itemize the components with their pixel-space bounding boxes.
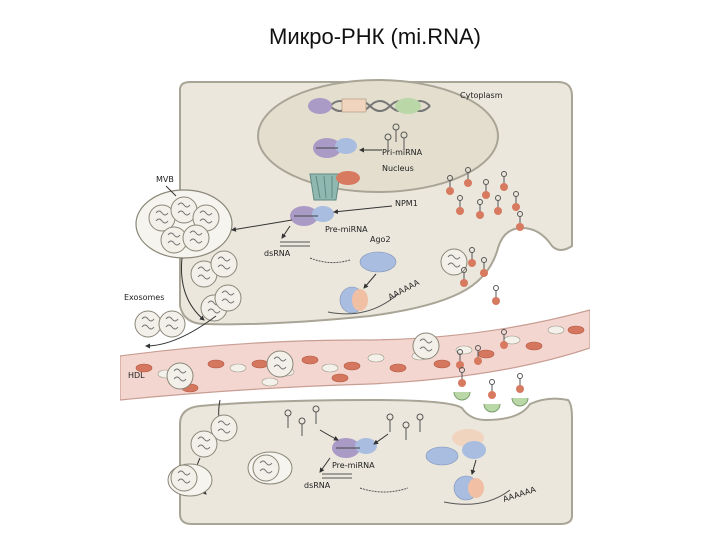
mirna-pathway-diagram: Pri-miRNA Nucleus Cytoplasm Pre-miRNA NP… xyxy=(119,78,591,528)
slide-title: Микро-РНК (mi.RNA) xyxy=(269,24,481,49)
endosome-bottom-2 xyxy=(247,451,293,485)
endosome-bottom xyxy=(167,463,213,497)
label-pri-mirna: Pri-miRNA xyxy=(382,148,423,157)
label-dsrna-top: dsRNA xyxy=(264,249,291,258)
label-nucleus: Nucleus xyxy=(382,164,414,173)
label-cytoplasm: Cytoplasm xyxy=(460,91,503,100)
risc-complex-top xyxy=(327,286,399,315)
ago2-protein xyxy=(359,251,397,273)
ago2-protein-bottom xyxy=(425,446,459,466)
label-hdl: HDL xyxy=(128,371,145,380)
label-mvb: MVB xyxy=(156,175,174,184)
multivesicular-body xyxy=(135,189,233,259)
membrane-receptors xyxy=(453,367,529,413)
risc-complex-bottom xyxy=(443,475,511,505)
drosha-complex xyxy=(313,138,357,158)
label-npm1: NPM1 xyxy=(395,199,418,208)
dicer-complex-bottom xyxy=(332,438,377,458)
label-pre-mirna-bottom: Pre-miRNA xyxy=(332,461,375,470)
label-pre-mirna-top: Pre-miRNA xyxy=(325,225,368,234)
label-exosomes: Exosomes xyxy=(124,293,164,302)
dicer-complex xyxy=(290,206,334,226)
diagram-svg: Pri-miRNA Nucleus Cytoplasm Pre-miRNA NP… xyxy=(119,79,591,525)
exportin-pore xyxy=(309,171,360,201)
dna-helix xyxy=(308,98,431,114)
risc-loading-bottom xyxy=(452,429,486,459)
label-ago2: Ago2 xyxy=(370,235,391,244)
bottom-cell-membrane xyxy=(179,397,573,525)
label-dsrna-bottom: dsRNA xyxy=(304,481,331,490)
